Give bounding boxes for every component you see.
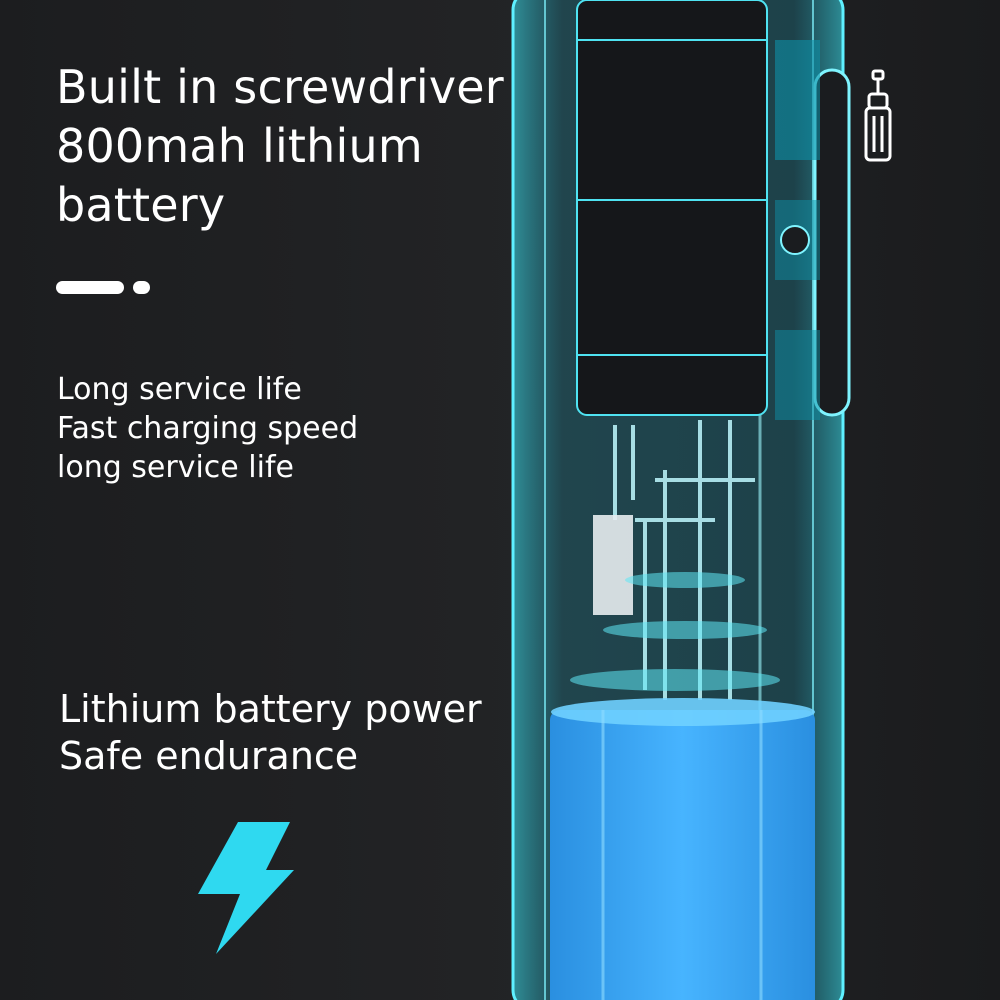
headline: Built in screwdriver 800mah lithium batt… <box>56 58 526 235</box>
feature-item: Long service life <box>57 372 302 407</box>
power-text: Lithium battery power Safe endurance <box>59 686 482 780</box>
power-line-2: Safe endurance <box>59 734 359 778</box>
battery-cell <box>550 710 815 1000</box>
screwdriver-icon <box>864 69 892 162</box>
pocket-clip <box>813 68 851 417</box>
circuit-chip <box>593 515 633 615</box>
lightning-bolt-icon <box>198 822 294 954</box>
feature-item: long service life <box>57 450 294 485</box>
headline-line-3: battery <box>56 178 226 232</box>
power-line-1: Lithium battery power <box>59 687 482 731</box>
divider-dot <box>133 281 150 294</box>
headline-line-1: Built in screwdriver <box>56 60 504 114</box>
headline-line-2: 800mah lithium <box>56 119 423 173</box>
charging-rings <box>570 572 780 691</box>
dark-cell <box>576 0 768 416</box>
divider-bar <box>56 281 124 294</box>
device-illustration <box>511 0 851 1000</box>
feature-item: Fast charging speed <box>57 411 359 446</box>
feature-list: Long service life Fast charging speed lo… <box>57 370 358 487</box>
